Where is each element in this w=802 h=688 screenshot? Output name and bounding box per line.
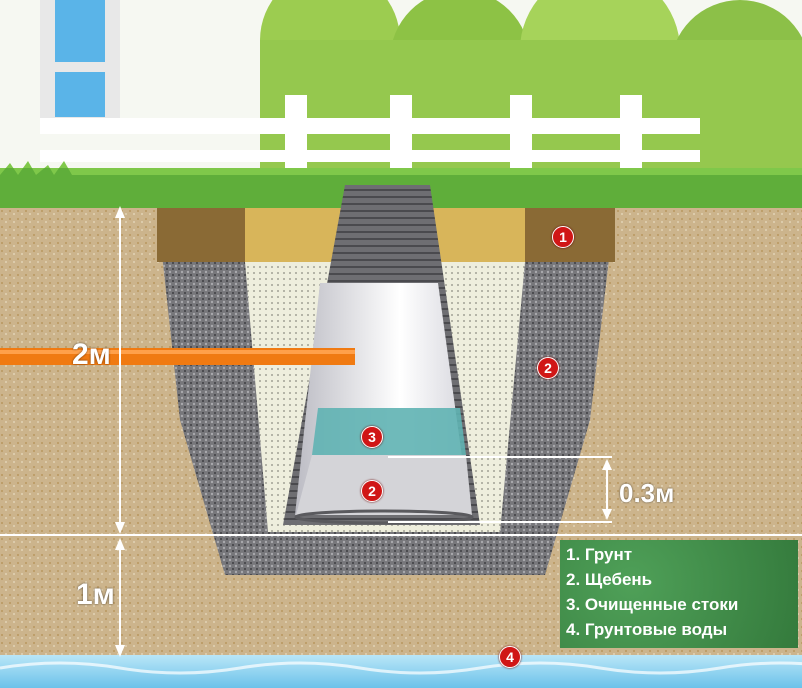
legend-item-treated-water: 3. Очищенные стоки (566, 595, 739, 614)
gravel-bottom (296, 455, 472, 515)
depth-label-2m: 2м (72, 338, 111, 371)
depth-label-1m: 1м (76, 578, 115, 611)
window (40, 0, 120, 125)
legend-item-gravel: 2. Щебень (566, 570, 653, 589)
marker-treated-water: 3 (361, 426, 383, 448)
depth-label-0-3m: 0.3м (619, 478, 675, 508)
legend: 1. Грунт 2. Щебень 3. Очищенные стоки 4.… (560, 540, 798, 648)
marker-gravel-bottom: 2 (361, 480, 383, 502)
marker-gravel: 2 (537, 357, 559, 379)
marker-soil: 1 (552, 226, 574, 248)
water-ripple (0, 661, 802, 675)
dimension-lines (0, 206, 802, 657)
fence (40, 95, 700, 170)
legend-item-groundwater: 4. Грунтовые воды (566, 620, 728, 639)
legend-item-soil: 1. Грунт (566, 545, 633, 564)
treated-water (312, 408, 466, 455)
marker-groundwater: 4 (499, 646, 521, 668)
grass-blades (0, 161, 802, 175)
well-base-ring (294, 509, 474, 525)
inlet-pipe-highlight (0, 350, 355, 354)
